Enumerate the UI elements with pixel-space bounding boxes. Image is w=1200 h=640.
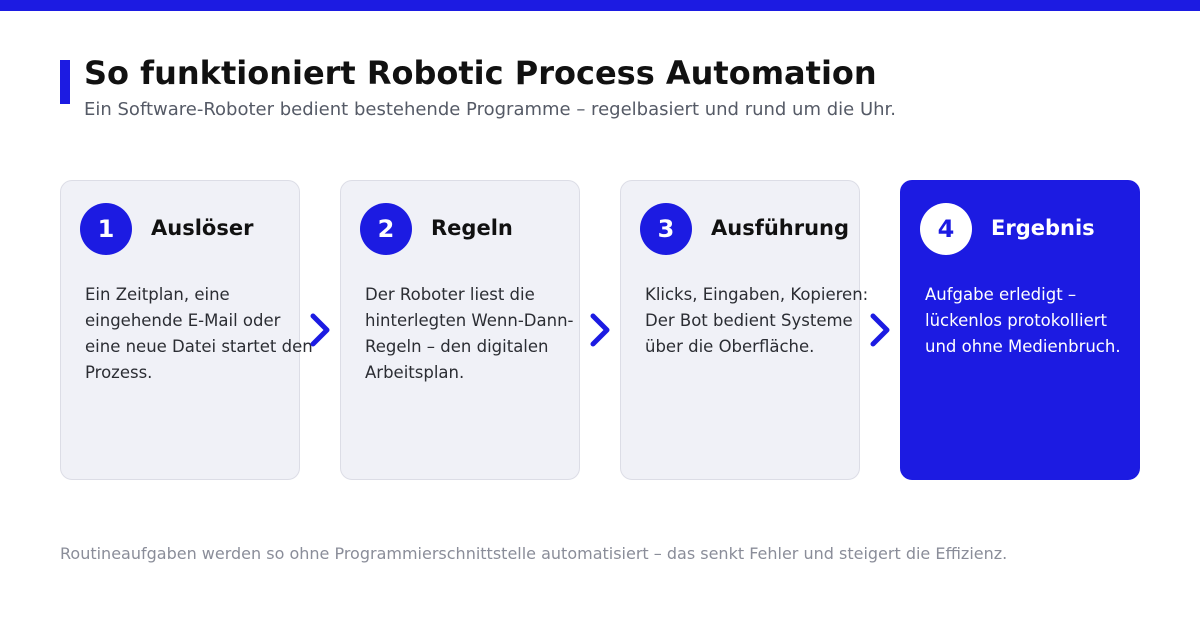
step-title: Auslöser: [151, 216, 254, 240]
step-title: Ergebnis: [991, 216, 1095, 240]
step-title: Ausführung: [711, 216, 850, 240]
chevron-right-icon: [870, 313, 890, 347]
page-subtitle: Ein Software-Roboter bedient bestehende …: [84, 99, 896, 120]
step-number-badge: 1: [80, 203, 132, 255]
title-accent-bar: [60, 60, 70, 104]
step-number-badge: 2: [360, 203, 412, 255]
page-title: So funktioniert Robotic Process Automati…: [84, 54, 877, 92]
step-description: Der Roboter liest die hinterlegten Wenn-…: [365, 285, 574, 382]
step-card-3: 3 Ausführung Klicks, Eingaben, Kopieren:…: [620, 180, 868, 480]
step-title: Regeln: [431, 216, 513, 240]
step-description: Aufgabe erledigt – lückenlos protokollie…: [925, 285, 1121, 356]
step-card-1: 1 Auslöser Ein Zeitplan, eine eingehende…: [60, 180, 313, 480]
chevron-right-icon: [310, 313, 330, 347]
step-number-badge: 4: [920, 203, 972, 255]
step-description: Klicks, Eingaben, Kopieren: Der Bot bedi…: [645, 285, 869, 356]
step-card-2: 2 Regeln Der Roboter liest die hinterleg…: [340, 180, 580, 480]
step-number-badge: 3: [640, 203, 692, 255]
footer-note: Routineaufgaben werden so ohne Programmi…: [60, 544, 1008, 563]
top-accent-bar: [0, 0, 1200, 11]
step-description: Ein Zeitplan, eine eingehende E-Mail ode…: [85, 285, 313, 382]
step-card-4: 4 Ergebnis Aufgabe erledigt – lückenlos …: [900, 180, 1140, 480]
chevron-right-icon: [590, 313, 610, 347]
